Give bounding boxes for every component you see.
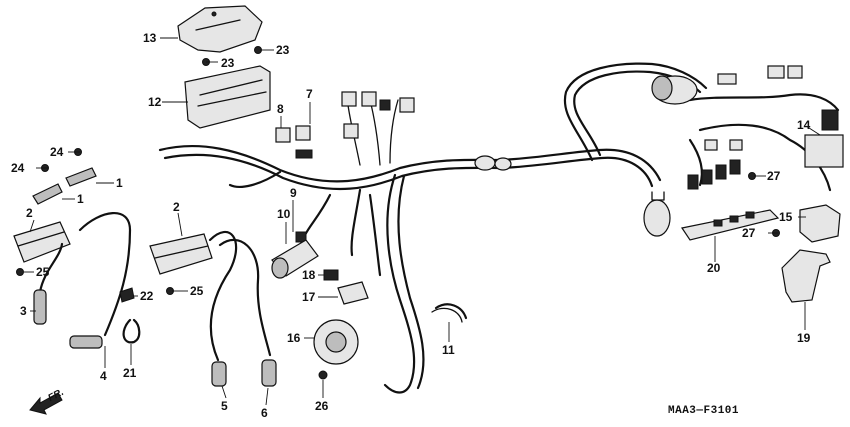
callout-1: 1 [116,176,123,190]
callout-23: 23 [221,56,235,70]
callout-10: 10 [277,207,291,221]
callout-23: 23 [276,43,290,57]
callout-12: 12 [148,95,162,109]
callout-20: 20 [707,261,721,275]
callout-4: 4 [100,369,107,383]
unit-part-14 [804,109,844,168]
callout-21: 21 [123,366,137,380]
sensor-cap [643,191,671,237]
callout-14: 14 [797,118,811,132]
callout-6: 6 [261,406,268,420]
horn-part-16 [313,319,359,365]
bracket-part-19 [781,249,831,303]
callout-16: 16 [287,331,301,345]
callout-19: 19 [797,331,811,345]
bolt-part-25 [16,268,174,295]
clip-part-22 [119,287,135,303]
callout-15: 15 [779,210,793,224]
clamp-part-11 [431,303,468,323]
callout-27: 27 [767,169,781,183]
callout-18: 18 [302,268,316,282]
callout-2: 2 [26,206,33,220]
connector-part-8 [275,125,313,159]
spark-plug-lead-3 [33,242,64,325]
drawing-code: MAA3—F3101 [668,405,740,417]
cover-part-13 [177,5,263,53]
callout-1: 1 [77,192,84,206]
front-direction-arrow [29,392,63,415]
leader-lines [24,37,821,406]
bracket-part-1 [32,167,97,205]
callout-25: 25 [36,265,50,279]
callout-11: 11 [442,343,455,357]
ignition-coil-center [149,233,213,275]
callout-27: 27 [742,226,756,240]
callout-7: 7 [306,87,313,101]
main-coupler [651,65,803,105]
callout-3: 3 [20,304,27,318]
main-harness [158,62,840,394]
connector-part-7 [341,91,415,139]
spark-plug-lead-6 [218,238,277,387]
callout-9: 9 [290,186,297,200]
callout-5: 5 [221,399,228,413]
callout-8: 8 [277,102,284,116]
callout-2: 2 [173,200,180,214]
relay-box-part-12 [184,65,271,129]
connector-cluster [687,139,743,190]
clamp-part-21 [122,318,141,344]
callout-24: 24 [11,161,25,175]
bracket-part-20 [681,209,780,241]
callout-24: 24 [50,145,64,159]
callout-17: 17 [302,290,316,304]
callout-25: 25 [190,284,204,298]
bolt-part-26 [318,370,328,380]
ignition-coil-left [13,221,71,263]
cap-part-10 [271,239,319,279]
connector-part-9 [295,231,307,243]
callout-26: 26 [315,399,329,413]
callout-22: 22 [140,289,154,303]
relay-part-15 [799,204,841,243]
relay-part-17 [337,281,369,305]
spark-plug-lead-4 [69,212,132,349]
spark-plug-lead-5 [208,230,238,387]
connector-part-18 [323,269,339,281]
callout-13: 13 [143,31,157,45]
